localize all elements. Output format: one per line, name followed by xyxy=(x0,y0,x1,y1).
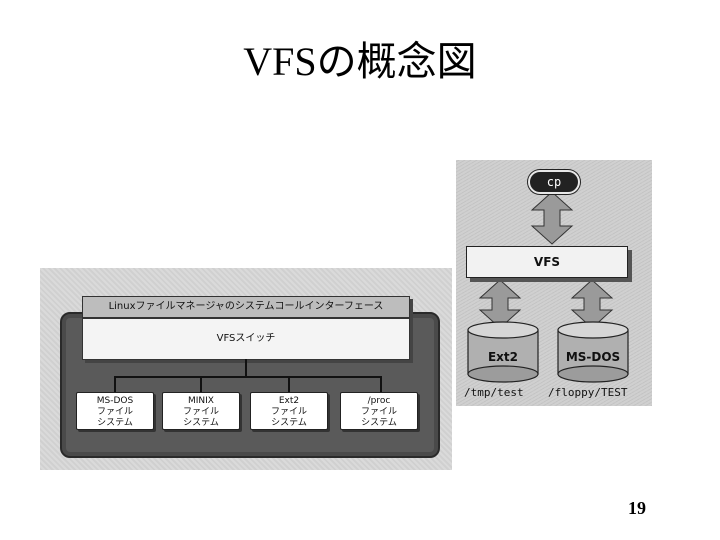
vfs-architecture-figure: Linuxファイルマネージャのシステムコールインターフェース VFSスイッチ M… xyxy=(40,268,452,470)
tree-connector-drop xyxy=(114,376,116,392)
tree-connector-bar xyxy=(114,376,380,378)
filesystem-box-minix: MINIX ファイル システム xyxy=(162,392,240,430)
filesystem-box-ext2: Ext2 ファイル システム xyxy=(250,392,328,430)
disk-icon xyxy=(557,321,629,383)
disk-label-msdos: MS-DOS xyxy=(565,350,621,364)
filesystem-name: /proc xyxy=(367,396,391,406)
filesystem-line1: ファイル xyxy=(96,407,133,417)
vfs-switch-layer: VFSスイッチ xyxy=(82,318,410,360)
filesystem-name: MS-DOS xyxy=(96,396,134,406)
slide-title: VFSの概念図 xyxy=(243,39,477,84)
vfs-layer-box: VFS xyxy=(466,246,628,278)
tree-connector-drop xyxy=(380,376,382,392)
vfs-cp-figure: cp VFS Ext2 MS-DOS /tmp/test /floppy/TES… xyxy=(456,160,652,406)
filesystem-box-proc: /proc ファイル システム xyxy=(340,392,418,430)
filesystem-name: Ext2 xyxy=(278,396,300,406)
page-number: 19 xyxy=(628,498,646,518)
disk-icon xyxy=(467,321,539,383)
filesystem-line1: ファイル xyxy=(360,407,397,417)
filesystem-line2: システム xyxy=(271,418,307,428)
double-arrow-icon xyxy=(478,279,522,329)
disk-label-ext2: Ext2 xyxy=(487,350,519,364)
filesystem-line1: ファイル xyxy=(270,407,307,417)
syscall-interface-layer: Linuxファイルマネージャのシステムコールインターフェース xyxy=(82,296,410,318)
cp-command-node: cp xyxy=(528,170,580,194)
double-arrow-icon xyxy=(530,191,574,245)
tree-connector-drop xyxy=(288,376,290,392)
path-label-msdos: /floppy/TEST xyxy=(548,386,628,399)
arrow-layer xyxy=(467,191,629,383)
filesystem-line2: システム xyxy=(183,418,219,428)
tree-connector-drop xyxy=(200,376,202,392)
filesystem-line2: システム xyxy=(361,418,397,428)
filesystem-line1: ファイル xyxy=(182,407,219,417)
filesystem-line2: システム xyxy=(97,418,133,428)
path-label-ext2: /tmp/test xyxy=(464,386,524,399)
filesystem-box-msdos: MS-DOS ファイル システム xyxy=(76,392,154,430)
filesystem-name: MINIX xyxy=(188,396,214,406)
double-arrow-icon xyxy=(570,279,614,329)
tree-connector-trunk xyxy=(245,359,247,377)
